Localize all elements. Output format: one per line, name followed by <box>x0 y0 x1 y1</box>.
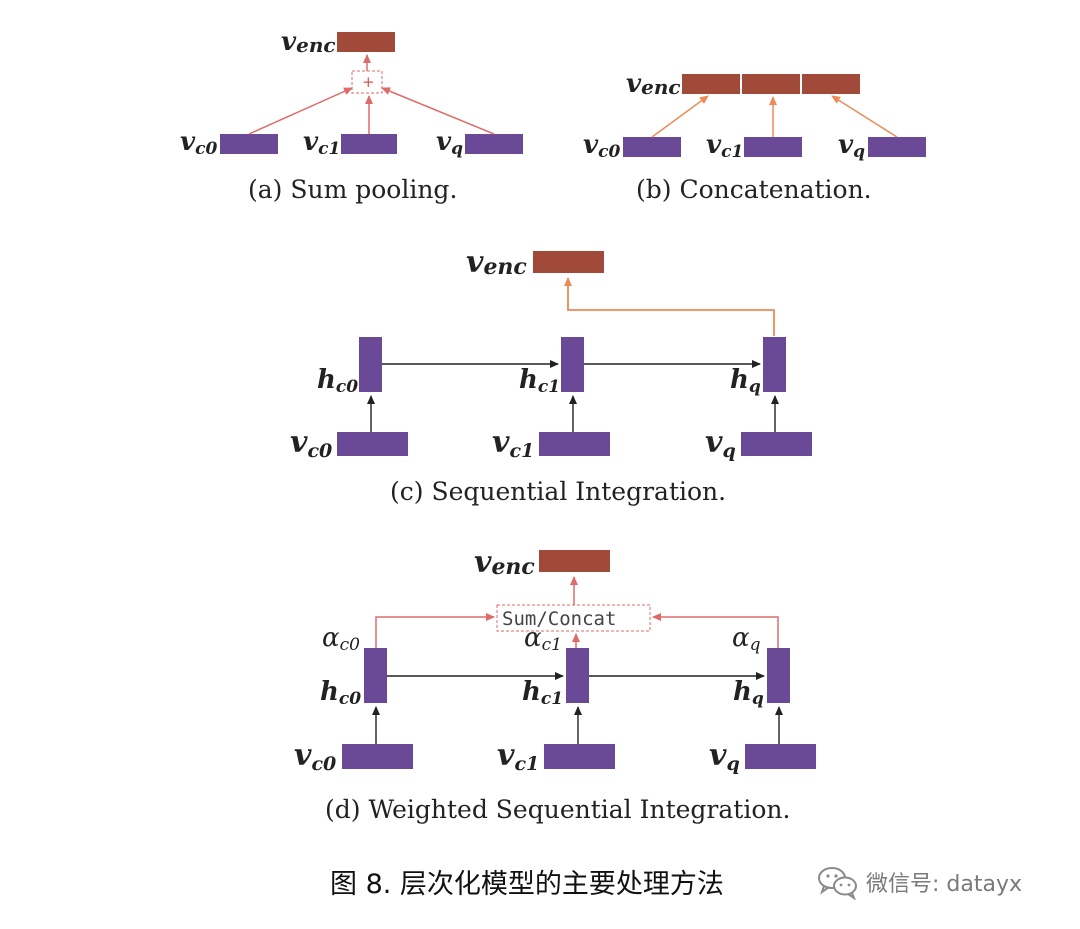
label-vc0-c: vc0 <box>290 425 332 462</box>
vec-q-b <box>868 137 926 157</box>
hidden-c0-c <box>359 337 382 392</box>
vec-c1-b <box>744 137 802 157</box>
enc-label-b: venc <box>626 69 681 99</box>
enc-label-d: venc <box>474 545 535 580</box>
enc-label-c: venc <box>466 245 527 280</box>
label-vq-a: vq <box>436 127 463 159</box>
label-hc1-d: hc1 <box>522 677 563 709</box>
label-vc1-c: vc1 <box>492 425 534 462</box>
enc-segment-3-b <box>802 74 860 94</box>
label-vq-c: vq <box>705 425 736 462</box>
label-vq-b: vq <box>838 130 865 162</box>
vec-q-a <box>465 134 523 154</box>
enc-segment-1-b <box>682 74 740 94</box>
vec-c1-d <box>544 744 615 769</box>
label-hq-d: hq <box>733 677 764 709</box>
arrow-c0-b <box>651 95 709 138</box>
vec-q-d <box>745 744 816 769</box>
label-alpha-c0-d: αc0 <box>322 623 360 655</box>
panel-b-concatenation: venc vc0 vc1 vq (b) Concatenation. <box>583 69 926 204</box>
caption-d: (d) Weighted Sequential Integration. <box>325 795 790 824</box>
vec-c0-b <box>623 137 681 157</box>
arrow-hq-to-enc-c <box>564 277 775 336</box>
panel-c-sequential-integration: venc hc0 hc1 hq vc0 vc1 vq (c) Sequentia… <box>290 245 812 506</box>
arrow-q-a <box>381 87 495 135</box>
hidden-q-d <box>767 648 790 703</box>
label-vc1-d: vc1 <box>497 738 539 775</box>
hidden-q-c <box>763 337 786 392</box>
watermark-text: 微信号: datayx <box>866 872 1022 897</box>
arrow-q-b <box>831 95 898 138</box>
vec-c0-a <box>220 134 278 154</box>
caption-a: (a) Sum pooling. <box>248 175 457 204</box>
label-hc0-c: hc0 <box>317 365 358 397</box>
sum-concat-label-d: Sum/Concat <box>502 608 616 630</box>
enc-vector-d <box>539 550 610 572</box>
label-vc1-b: vc1 <box>706 130 743 162</box>
label-alpha-q-d: αq <box>732 623 761 655</box>
wechat-icon <box>818 867 857 900</box>
hidden-c1-d <box>566 648 589 703</box>
caption-b: (b) Concatenation. <box>636 175 872 204</box>
label-vc1-a: vc1 <box>303 127 340 159</box>
vec-c0-d <box>342 744 413 769</box>
panel-a-sum-pooling: venc + vc0 vc1 vq (a) Sum pooling. <box>180 27 523 204</box>
label-alpha-c1-d: αc1 <box>524 623 562 655</box>
label-hc0-d: hc0 <box>320 677 361 709</box>
arrow-c0-a <box>248 87 353 135</box>
vec-q-c <box>741 432 812 456</box>
label-vc0-a: vc0 <box>180 127 217 159</box>
figure-footer: 图 8. 层次化模型的主要处理方法 微信号: datayx <box>330 858 1070 906</box>
enc-vector-c <box>533 251 604 273</box>
hidden-c0-d <box>364 648 387 703</box>
caption-c: (c) Sequential Integration. <box>390 477 726 506</box>
wechat-watermark: 微信号: datayx <box>816 864 1022 900</box>
panel-d-weighted-sequential-integration: venc Sum/Concat αc0 αc1 αq hc0 hc1 hq vc… <box>294 545 816 824</box>
hidden-c1-c <box>561 337 584 392</box>
arrow-alpha-c0-d <box>375 613 495 648</box>
label-hq-c: hq <box>730 365 761 397</box>
enc-vector-a <box>337 32 395 52</box>
label-vc0-b: vc0 <box>583 130 620 162</box>
arrow-alpha-q-d <box>652 613 779 648</box>
figure-title: 图 8. 层次化模型的主要处理方法 <box>330 869 724 900</box>
vec-c1-c <box>539 432 610 456</box>
label-vc0-d: vc0 <box>294 738 336 775</box>
enc-label-a: venc <box>281 27 336 57</box>
label-vq-d: vq <box>709 738 740 775</box>
vec-c1-a <box>341 134 397 154</box>
vec-c0-c <box>337 432 408 456</box>
enc-segment-2-b <box>742 74 800 94</box>
label-hc1-c: hc1 <box>519 365 560 397</box>
plus-symbol-a: + <box>362 73 375 91</box>
